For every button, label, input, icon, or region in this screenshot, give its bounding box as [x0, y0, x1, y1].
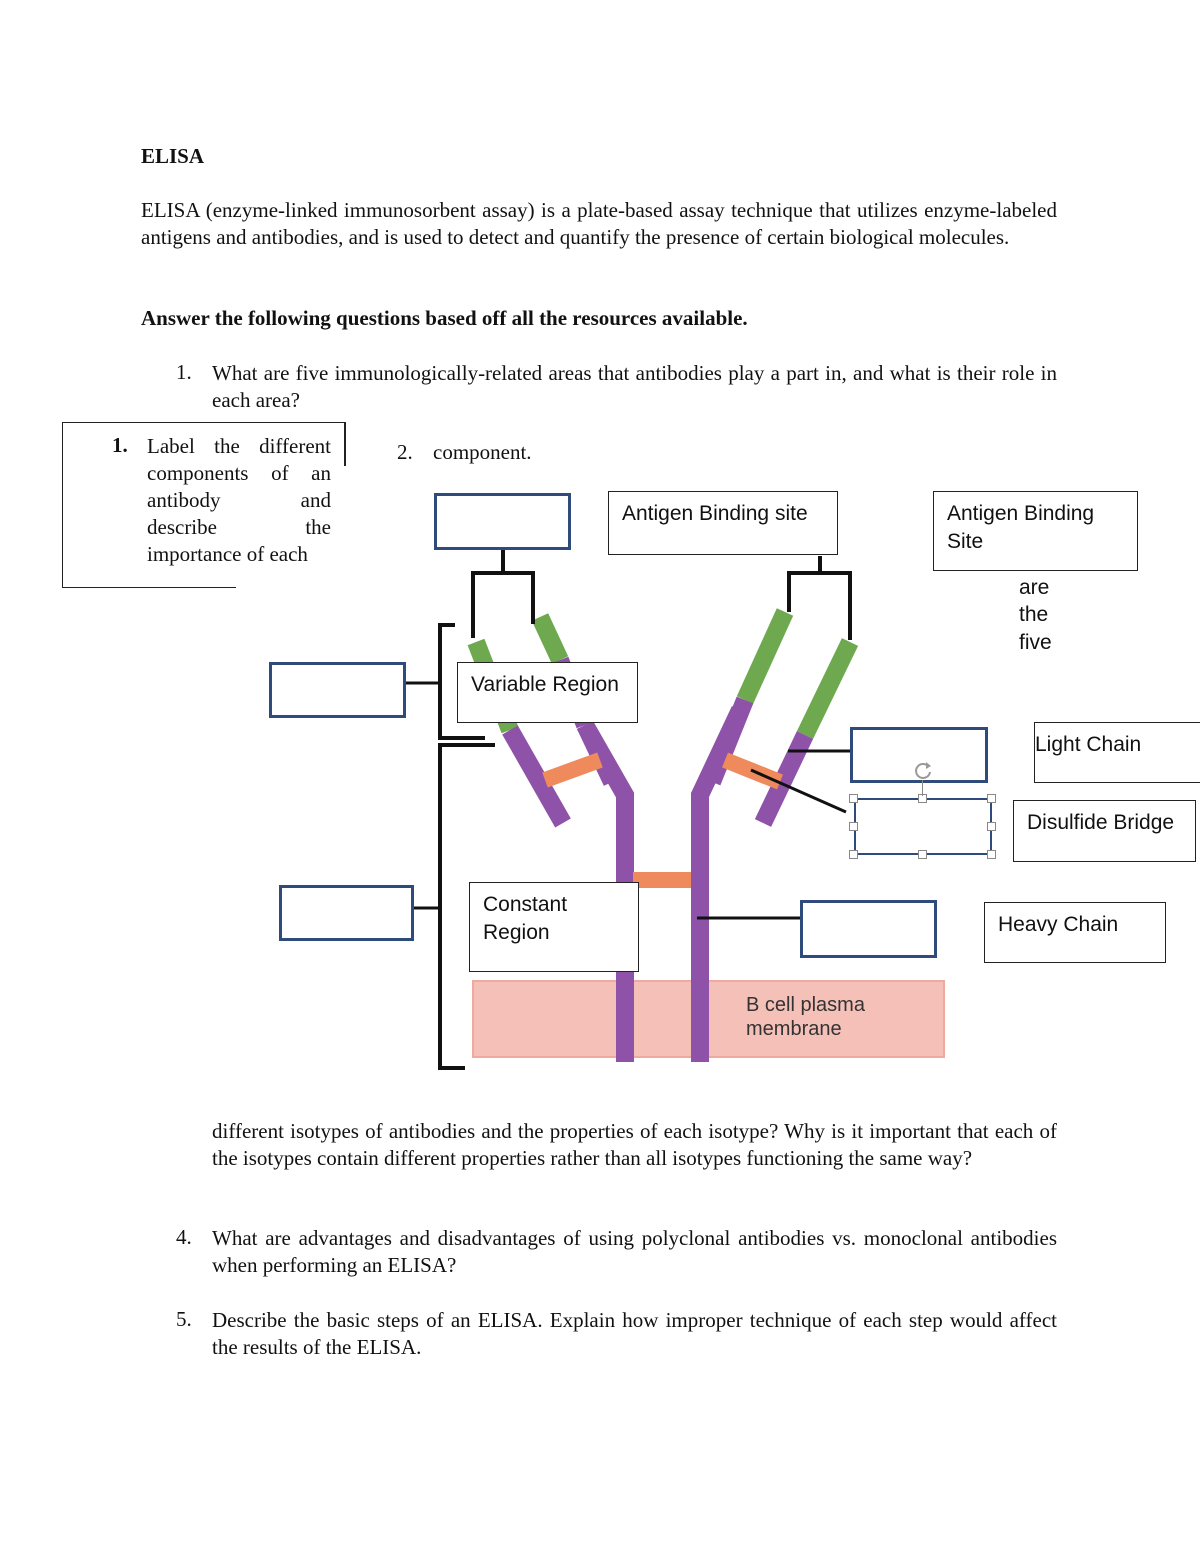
blank-box-constant[interactable] — [279, 885, 414, 941]
label-heavy-chain: Heavy Chain — [984, 902, 1166, 963]
q1-number: 1. — [176, 360, 192, 384]
q5-number: 5. — [176, 1307, 192, 1331]
label-variable-region: Variable Region — [457, 662, 638, 723]
rotate-handle-icon[interactable] — [912, 760, 934, 782]
q4-number: 4. — [176, 1225, 192, 1249]
overflow-word-the: the — [1019, 603, 1049, 626]
q3-text: different isotypes of antibodies and the… — [212, 1119, 1057, 1170]
blank-box-light-chain[interactable] — [850, 727, 988, 783]
resize-handle[interactable] — [987, 850, 996, 859]
rotate-handle-stem — [922, 780, 923, 796]
resize-handle[interactable] — [849, 822, 858, 831]
binding-bracket-right — [787, 571, 852, 640]
label-disulfide-bridge: Disulfide Bridge — [1013, 800, 1196, 862]
resize-handle[interactable] — [849, 850, 858, 859]
callout-bottom-cover — [236, 584, 356, 590]
label-constant-region: Constant Region — [469, 882, 639, 972]
intro-paragraph: ELISA (enzyme-linked immunosorbent assay… — [141, 198, 1057, 249]
callout-right-edge — [344, 422, 346, 466]
label-antigen-binding-site-2: Antigen Binding Site — [933, 491, 1138, 571]
membrane-label: B cell plasma membrane — [746, 994, 865, 1040]
overflow-word-are: are — [1019, 576, 1050, 599]
resize-handle[interactable] — [987, 822, 996, 831]
blank-box-binding-site[interactable] — [434, 493, 571, 550]
blank-box-heavy-chain[interactable] — [800, 900, 937, 958]
callout-text: Label the different components of an ant… — [147, 434, 331, 566]
q4-text: What are advantages and disadvantages of… — [212, 1226, 1057, 1277]
resize-handle[interactable] — [918, 850, 927, 859]
disulfide-pointer — [750, 768, 847, 814]
label-light-chain: Light Chain — [1034, 722, 1200, 783]
overflow-word-five: five — [1019, 631, 1052, 654]
binding-bracket-left — [471, 571, 535, 638]
instruction-text: Answer the following questions based off… — [141, 306, 748, 330]
label-antigen-binding-site: Antigen Binding site — [608, 491, 838, 555]
q1-text: What are five immunologically-related ar… — [212, 361, 1057, 412]
q5-text: Describe the basic steps of an ELISA. Ex… — [212, 1308, 1057, 1359]
callout-box — [62, 422, 346, 588]
callout-number: 1. — [112, 433, 128, 457]
resize-handle[interactable] — [849, 794, 858, 803]
blank-box-variable[interactable] — [269, 662, 406, 718]
resize-handle[interactable] — [987, 794, 996, 803]
q2-number: 2. — [397, 440, 413, 464]
q2-text: component. — [433, 440, 532, 464]
blank-box-disulfide-selected[interactable] — [854, 798, 992, 855]
doc-title: ELISA — [141, 144, 205, 168]
